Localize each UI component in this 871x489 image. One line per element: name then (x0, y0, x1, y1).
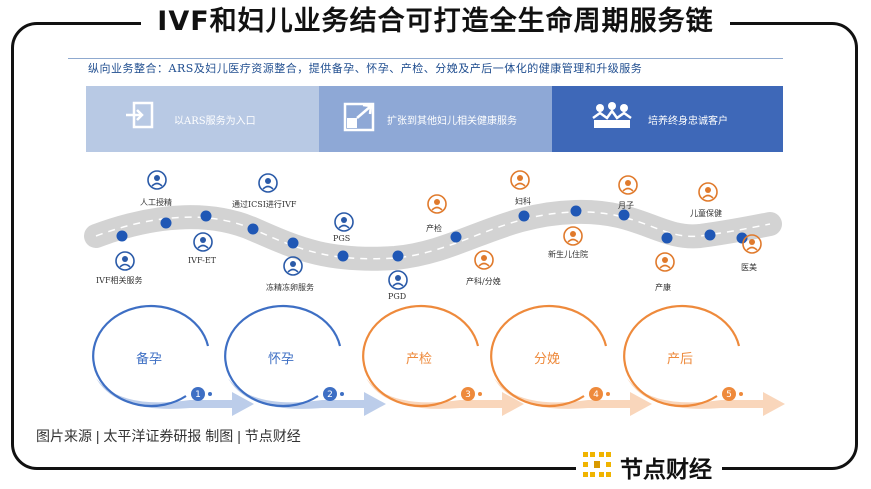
stage-cycle: 5 (623, 304, 785, 416)
node-label: 新生儿住院 (548, 250, 588, 259)
bed-icon (510, 170, 530, 190)
stage-number: 1 (195, 390, 201, 400)
stage-cycle: 1 (92, 304, 254, 416)
stage-ring (92, 304, 210, 408)
monitor-icon (427, 194, 447, 214)
road-dot (570, 205, 582, 217)
flower-icon (742, 234, 762, 254)
road-dot (392, 250, 404, 262)
expand-icon (343, 100, 377, 136)
embryo-icon (193, 232, 213, 252)
stage-number-badge (589, 387, 603, 401)
stage-number: 2 (327, 390, 333, 400)
stage-number: 5 (726, 390, 732, 400)
band-label: 以ARS服务为入口 (174, 116, 256, 127)
stage-arrow (627, 378, 785, 416)
title-bar: IVF和妇儿业务结合可打造全生命周期服务链 (0, 4, 871, 40)
node-label: 通过ICSI进行IVF (232, 200, 297, 209)
road-dot (618, 209, 630, 221)
subtitle: 纵向业务整合：ARS及妇儿医疗资源整合，提供备孕、怀孕、产检、分娩及产后一体化的… (88, 62, 643, 75)
road-dot (247, 223, 259, 235)
stage-label: 分娩 (534, 352, 561, 367)
node-label: 产检 (426, 224, 442, 233)
road-dot (337, 250, 349, 262)
node-label: PGD (388, 292, 407, 301)
road-dot (116, 230, 128, 242)
mother-icon (618, 175, 638, 195)
road-dot (200, 210, 212, 222)
stage-ring (224, 304, 342, 408)
stage-number-badge (191, 387, 205, 401)
node-label: IVF-ET (188, 256, 217, 265)
node-label: 医美 (741, 263, 757, 272)
enter-icon (124, 100, 156, 134)
stage-arrow (228, 378, 386, 416)
node-label: 冻精冻卵服务 (266, 283, 314, 292)
stage-label: 产后 (667, 352, 694, 367)
stage-ring (362, 304, 480, 408)
subtitle-rule (68, 58, 783, 59)
dna-icon (334, 212, 354, 232)
pregnant-icon (474, 250, 494, 270)
stage-number: 3 (465, 390, 471, 400)
stage-label: 备孕 (136, 352, 163, 367)
source-caption: 图片来源 | 太平洋证券研报 制图 | 节点财经 (36, 428, 301, 444)
stage-label: 产检 (406, 352, 433, 367)
band-label: 扩张到其他妇儿相关健康服务 (387, 116, 517, 127)
stage-label: 怀孕 (268, 352, 295, 367)
band-lifetime: 培养终身忠诚客户 (552, 86, 783, 152)
children-icon (698, 182, 718, 202)
node-label: 产康 (655, 283, 671, 292)
stage-cycle: 2 (224, 304, 386, 416)
stage-ring (490, 304, 608, 408)
page-title: IVF和妇儿业务结合可打造全生命周期服务链 (141, 4, 730, 40)
stage-arrow (494, 378, 652, 416)
cell-icon (388, 270, 408, 290)
microscope-icon (258, 173, 278, 193)
node-label: IVF相关服务 (96, 276, 143, 285)
road-dot (450, 231, 462, 243)
road-dot (287, 237, 299, 249)
road-dot (736, 232, 748, 244)
node-label: 妇科 (515, 197, 531, 206)
brand-badge: 节点财经 (576, 451, 722, 483)
road-centerline (95, 211, 771, 260)
mortar-icon (115, 251, 135, 271)
heart-hands-icon (655, 252, 675, 272)
node-label: 儿童保健 (690, 209, 722, 218)
brand-name: 节点财经 (620, 457, 712, 483)
band-expand: 扩张到其他妇儿相关健康服务 (319, 86, 552, 152)
stage-number-badge (722, 387, 736, 401)
stage-cycle: 3 (362, 304, 524, 416)
brand-logo-icon (582, 451, 612, 483)
node-label: 产科/分娩 (466, 277, 501, 286)
newborn-icon (563, 226, 583, 246)
freezer-icon (283, 256, 303, 276)
stage-ring (623, 304, 741, 408)
node-label: 人工授精 (140, 198, 172, 207)
stage-cycle: 4 (490, 304, 652, 416)
stage-arrow (366, 378, 524, 416)
road-dot (704, 229, 716, 241)
uterus-icon (147, 170, 167, 190)
stage-number-badge (323, 387, 337, 401)
node-label: PGS (333, 234, 351, 243)
stage-number-badge (461, 387, 475, 401)
band-label: 培养终身忠诚客户 (648, 116, 728, 127)
road-dot (518, 210, 530, 222)
band-ars-entry: 以ARS服务为入口 (86, 86, 319, 152)
stage-arrow (96, 378, 254, 416)
stage-number: 4 (593, 390, 599, 400)
road-dot (160, 217, 172, 229)
family-icon (590, 100, 634, 136)
node-label: 月子 (618, 201, 634, 210)
road-dot (661, 232, 673, 244)
